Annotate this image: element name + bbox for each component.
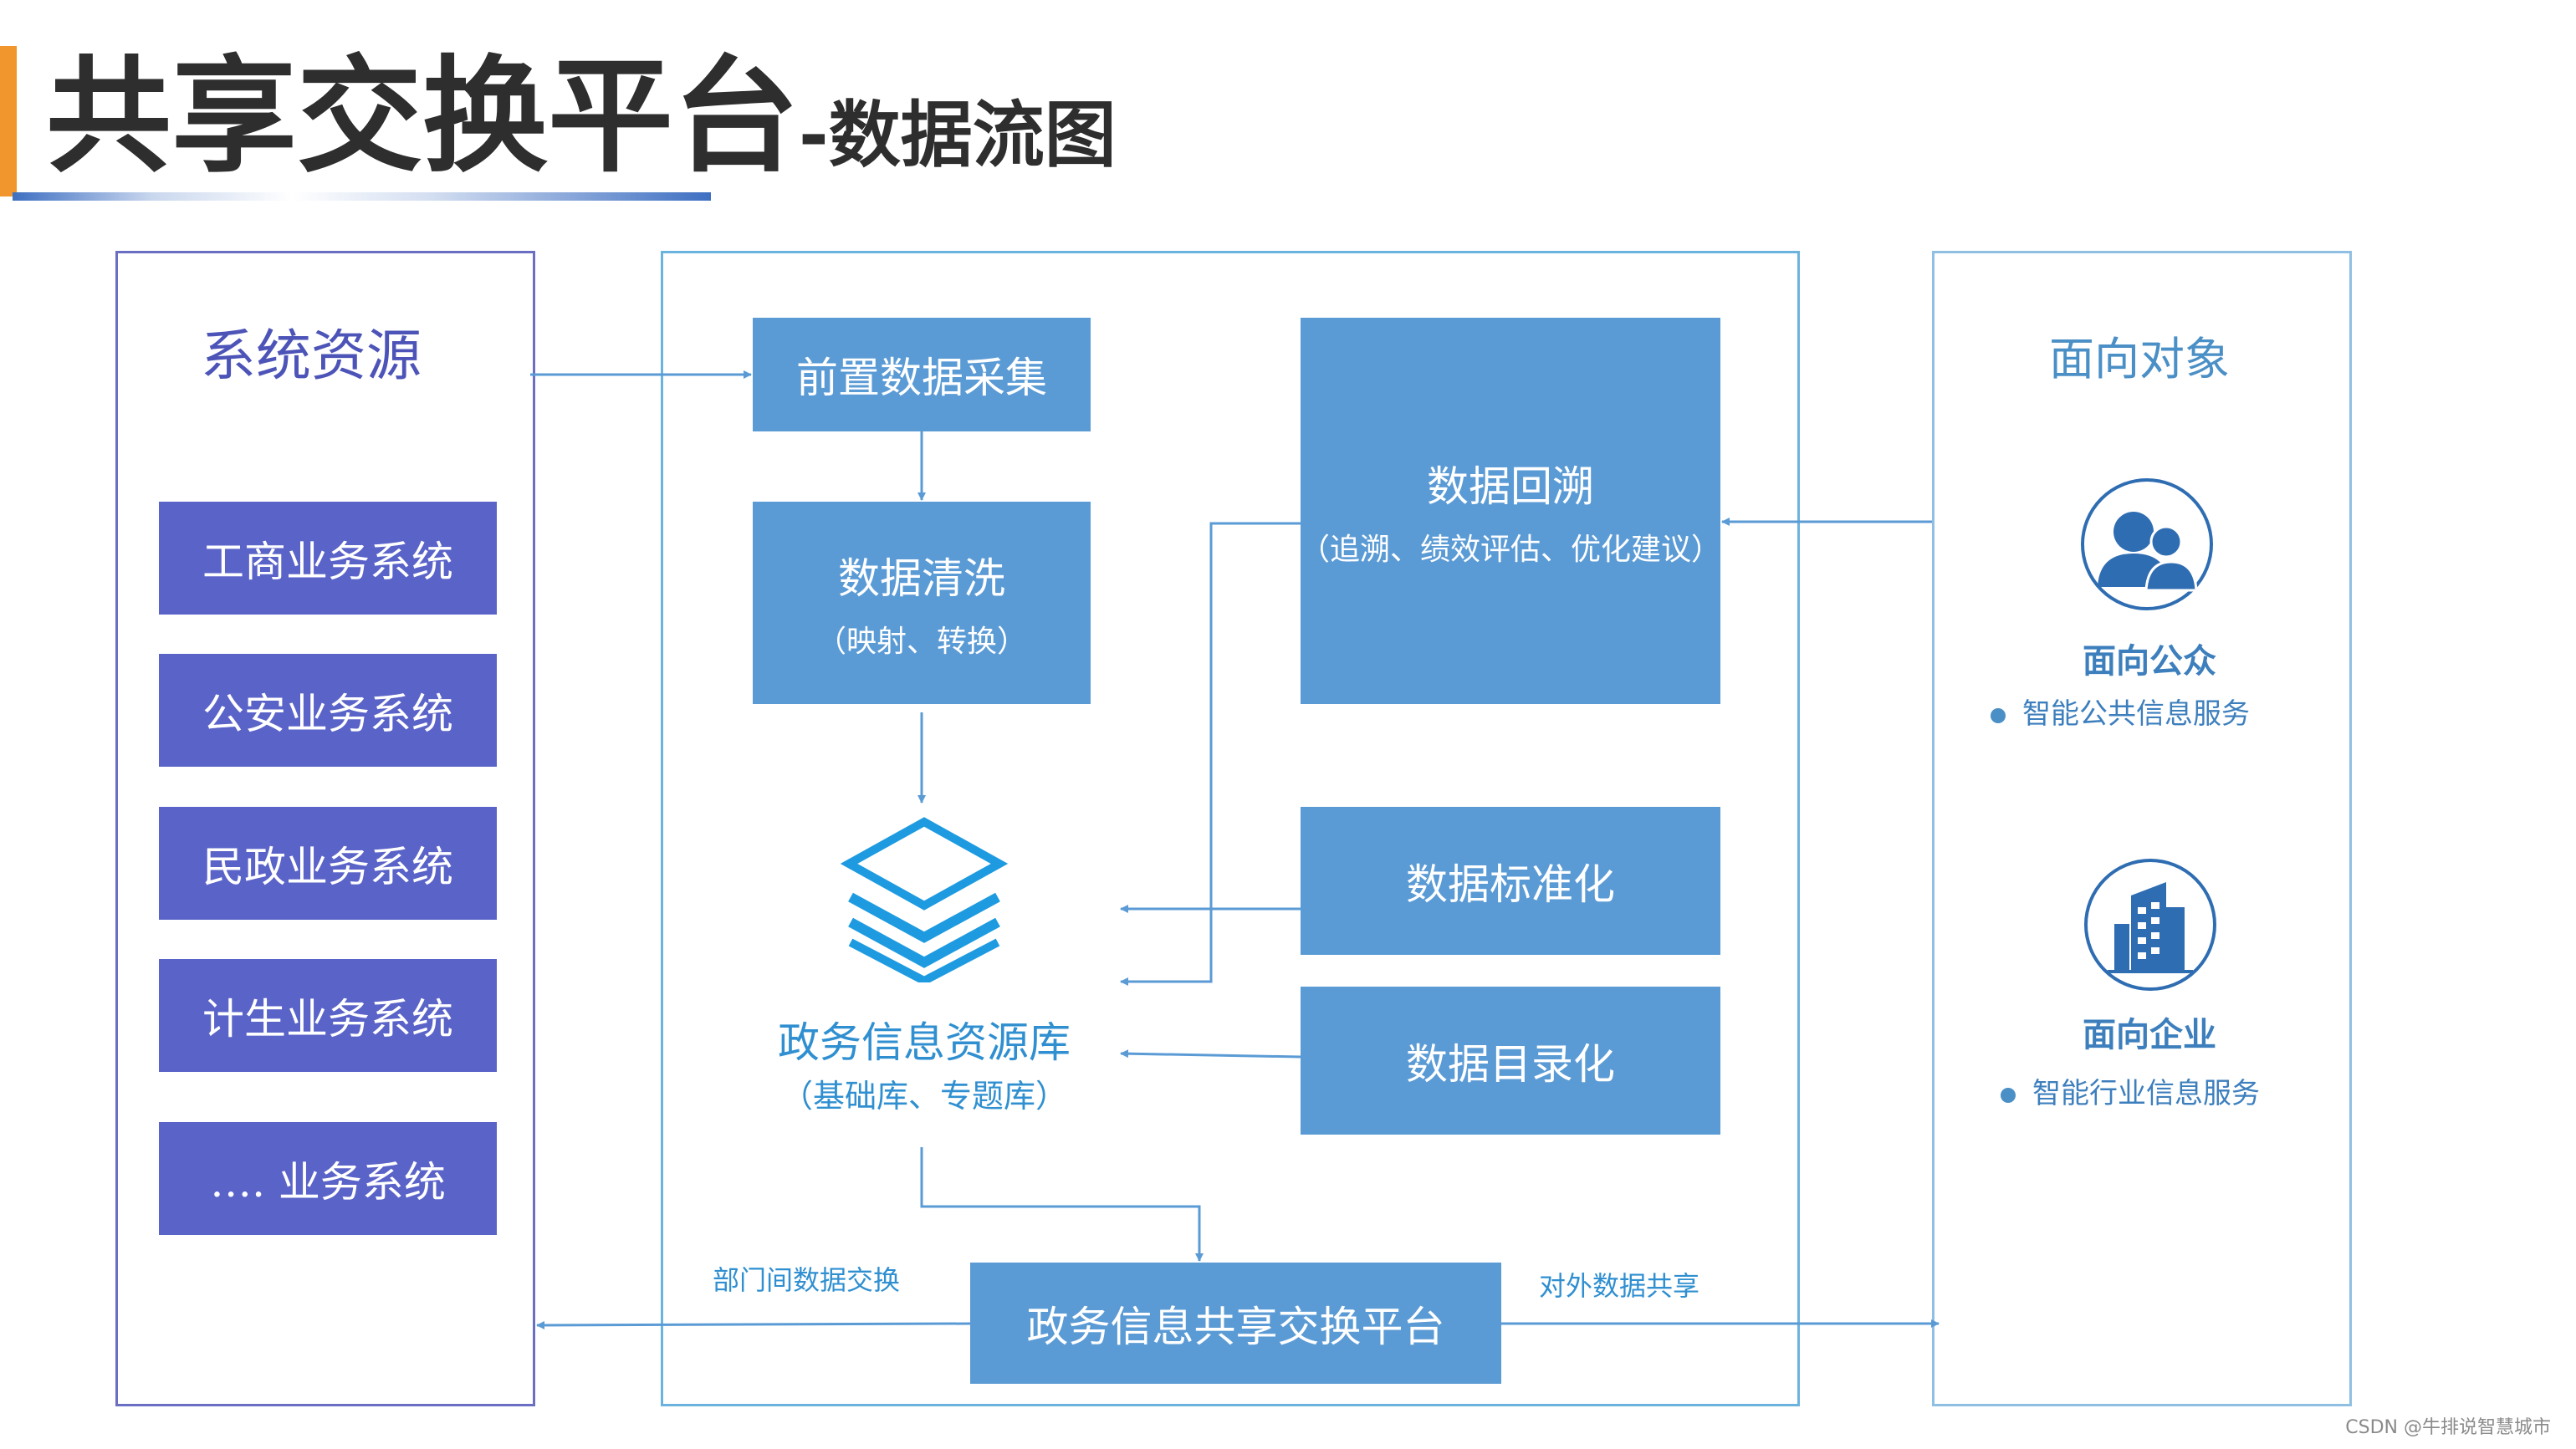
title-underline (13, 192, 711, 201)
audience-enterprise-service: 智能行业信息服务 (2001, 1070, 2260, 1111)
exchange-platform-panel (661, 251, 1800, 1406)
system-box-commerce: 工商业务系统 (159, 502, 497, 615)
internal-exchange-label: 部门间数据交换 (713, 1264, 901, 1296)
arrow-platform-to-systems (536, 1320, 971, 1329)
bullet-dot-icon (2001, 1088, 2016, 1103)
data-catalog-box: 数据目录化 (1301, 987, 1720, 1135)
arrow-trace-to-library (1120, 522, 1301, 986)
data-catalog-label: 数据目录化 (1406, 1039, 1615, 1089)
bullet-dot-icon (1991, 708, 2006, 723)
page-title: 共享交换平台-数据流图 (46, 46, 1117, 207)
system-resources-panel (115, 251, 535, 1406)
audience-public-label: 面向公众 (2083, 641, 2216, 681)
audience-public-service: 智能公共信息服务 (1991, 691, 2250, 732)
audience-enterprise-label: 面向企业 (2083, 1015, 2216, 1054)
arrow-catalog-to-library (1120, 1049, 1301, 1059)
page-title-main: 共享交换平台 (46, 44, 800, 190)
page-title-sub: -数据流图 (799, 94, 1117, 177)
title-accent-bar (0, 46, 17, 196)
system-box-police: 公安业务系统 (159, 654, 497, 767)
system-box-family-planning: 计生业务系统 (159, 959, 497, 1072)
building-icon (2084, 859, 2216, 991)
front-data-collection-box: 前置数据采集 (753, 318, 1091, 431)
system-box-civil-affairs: 民政业务系统 (159, 807, 497, 920)
external-sharing-label: 对外数据共享 (1539, 1270, 1700, 1302)
data-cleaning-note: （映射、转换） (815, 625, 1027, 659)
data-cleaning-label: 数据清洗 (838, 554, 1005, 603)
data-cleaning-box: 数据清洗 （映射、转换） (753, 502, 1091, 704)
audience-public-service-text: 智能公共信息服务 (2022, 697, 2250, 731)
resource-library-title: 政务信息资源库 (778, 1018, 1071, 1067)
target-audience-panel (1932, 251, 2352, 1406)
shared-exchange-platform-box: 政务信息共享交换平台 (970, 1263, 1501, 1384)
resource-library-note: （基础库、专题库） (780, 1078, 1067, 1115)
people-icon (2081, 478, 2213, 610)
layers-icon (841, 817, 1008, 982)
data-standardization-label: 数据标准化 (1406, 860, 1615, 909)
front-data-collection-label: 前置数据采集 (796, 354, 1047, 402)
data-trace-note: （追溯、绩效评估、优化建议） (1300, 533, 1722, 567)
target-audience-title: 面向对象 (2049, 333, 2230, 385)
system-box-other: …. 业务系统 (159, 1122, 497, 1235)
system-resources-title: 系统资源 (201, 324, 422, 388)
audience-enterprise-service-text: 智能行业信息服务 (2032, 1077, 2260, 1110)
data-trace-box: 数据回溯 （追溯、绩效评估、优化建议） (1300, 318, 1722, 704)
arrow-library-to-platform (920, 1147, 1204, 1262)
shared-exchange-platform-label: 政务信息共享交换平台 (1026, 1302, 1445, 1351)
data-trace-label: 数据回溯 (1427, 462, 1594, 511)
watermark: CSDN @牛排说智慧城市 (2345, 1417, 2551, 1438)
data-standardization-box: 数据标准化 (1301, 807, 1720, 955)
